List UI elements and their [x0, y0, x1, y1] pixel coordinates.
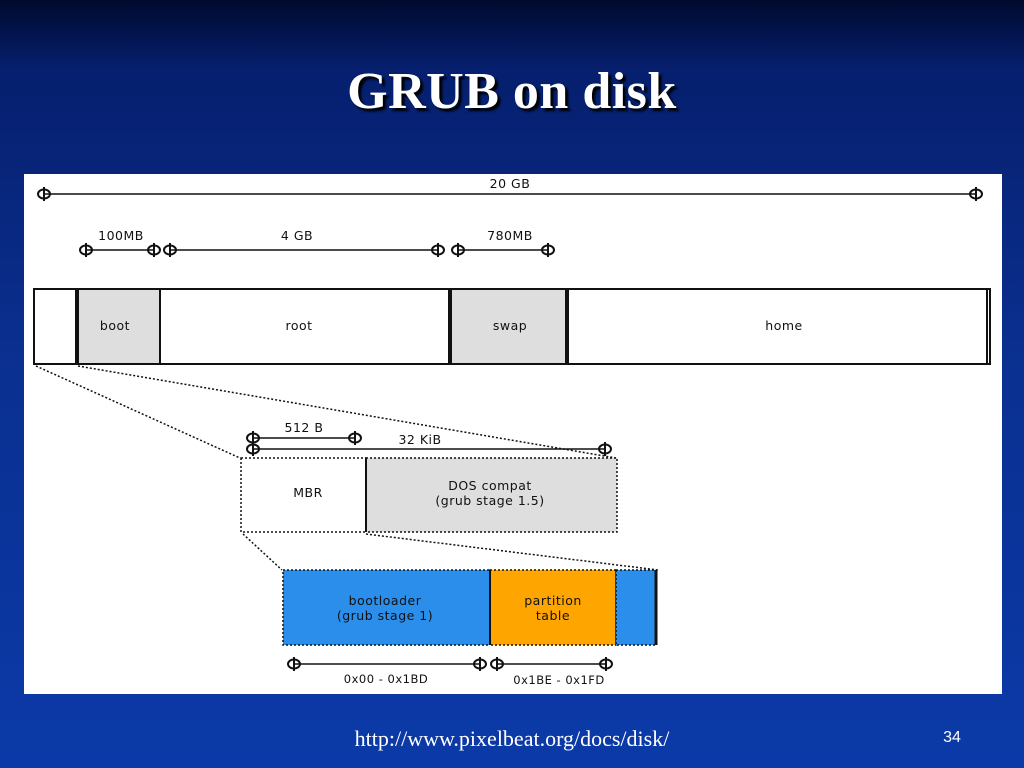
slide-title: GRUB on disk [347, 63, 677, 120]
page-number: 34 [943, 729, 961, 746]
root-partition-label: root [285, 318, 312, 333]
partition-table-range-label: 0x1BE - 0x1FD [513, 673, 604, 687]
dos-compat-sublabel: (grub stage 1.5) [435, 493, 544, 508]
swap-size-label: 780MB [487, 228, 533, 243]
dos-compat-block [365, 457, 618, 533]
boot-partition [77, 288, 161, 365]
bootloader-label: bootloader [349, 593, 422, 608]
mbr-block [240, 457, 367, 533]
partition-table-block [489, 569, 617, 646]
root-size-label: 4 GB [281, 228, 313, 243]
bootloader-block [282, 569, 491, 646]
disk-layout-diagram: 20 GB 100MB 4 GB 780MB boot root [24, 174, 1002, 694]
disk-size-dimension: 20 GB [37, 176, 983, 202]
boot-area-dimensions: 512 B 32 KiB [246, 420, 612, 457]
swap-partition-label: swap [493, 318, 527, 333]
partition-size-dimensions: 100MB 4 GB 780MB [79, 228, 555, 258]
swap-partition [450, 288, 567, 365]
boot-size-label: 100MB [98, 228, 144, 243]
mbr-detail: bootloader (grub stage 1) partition tabl… [282, 569, 658, 646]
partition-table-sublabel: table [536, 608, 570, 623]
boot-partition-label: boot [100, 318, 130, 333]
partition-table-label: partition [524, 593, 582, 608]
mbr-label: MBR [293, 485, 323, 500]
disk-size-label: 20 GB [490, 176, 531, 191]
zoom-lines-upper [35, 365, 617, 459]
mbr-size-label: 512 B [285, 420, 324, 435]
boot-signature-block [615, 569, 657, 646]
bootloader-sublabel: (grub stage 1) [337, 608, 433, 623]
home-partition-label: home [765, 318, 802, 333]
bootloader-range-label: 0x00 - 0x1BD [344, 672, 428, 686]
partition-bar: boot root swap home [33, 288, 991, 365]
source-url: http://www.pixelbeat.org/docs/disk/ [354, 726, 670, 751]
compat-size-label: 32 KiB [398, 432, 441, 447]
zoom-lines-lower [242, 533, 659, 571]
boot-area: MBR DOS compat (grub stage 1.5) [240, 457, 618, 533]
byte-range-dimensions: 0x00 - 0x1BD 0x1BE - 0x1FD [287, 656, 613, 687]
dos-compat-label: DOS compat [448, 478, 532, 493]
